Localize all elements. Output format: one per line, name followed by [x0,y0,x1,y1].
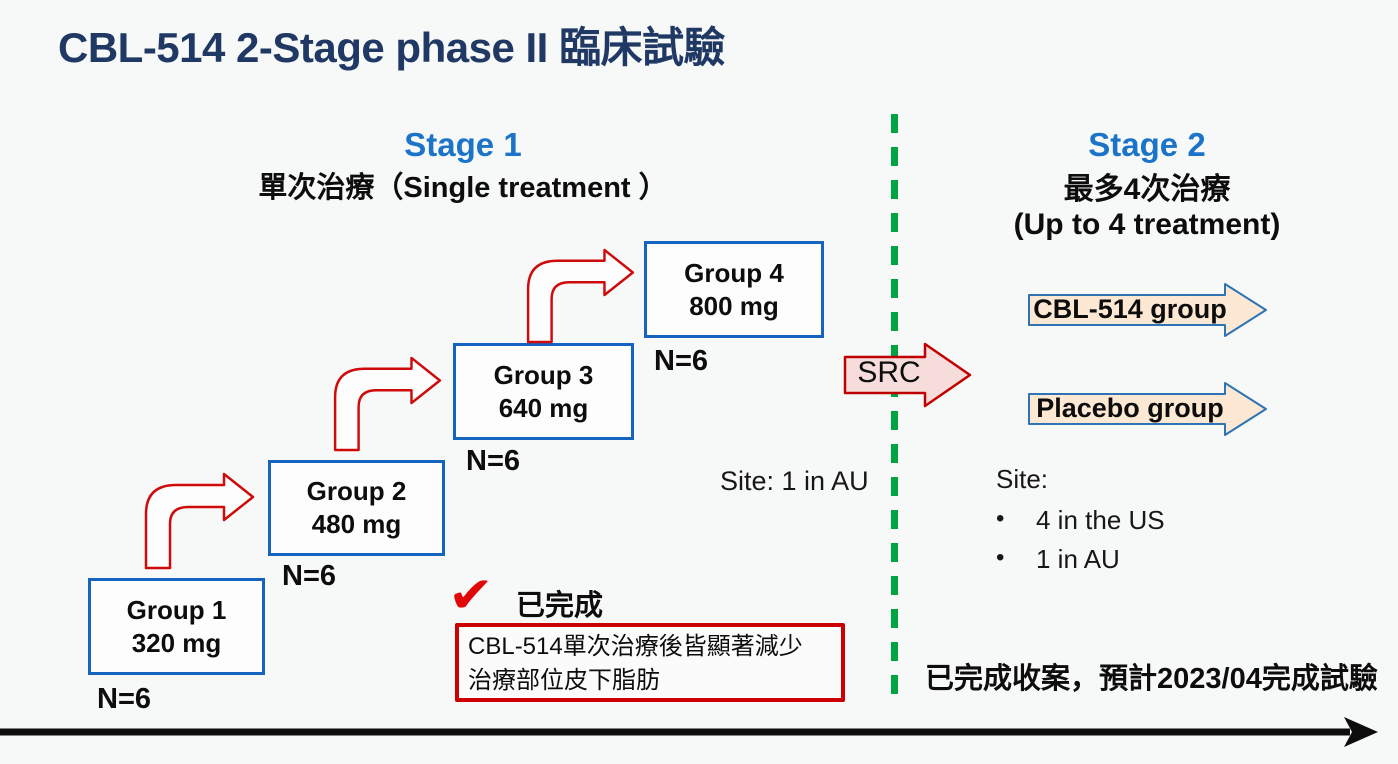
stage1-subtitle: 單次治療（Single treatment ） [258,172,668,204]
src-arrow [843,342,972,408]
page-title: CBL-514 2-Stage phase II 臨床試驗 [58,24,726,71]
group-2-box: Group 2 480 mg [268,460,445,556]
group-1-n: N=6 [97,683,152,715]
bullet-icon: • [996,544,1005,571]
completed-label: 已完成 [516,590,604,622]
timeline-arrow [0,717,1378,747]
group-4-box: Group 4 800 mg [644,241,824,338]
placebo-group-arrow [1028,382,1267,436]
stage-divider-dashed-line [891,114,898,708]
group-1-name: Group 1 [126,594,227,625]
cbl-group-label: CBL-514 group [1033,294,1227,324]
check-icon: ✔ [447,567,495,623]
stage2-site-title: Site: [996,464,1049,494]
group-3-n: N=6 [466,445,521,477]
step-up-arrow-1 [144,472,255,570]
stage2-site-item-us: • 4 in the US [996,505,1165,536]
stage2-subtitle-zh: 最多4次治療 [1063,173,1231,206]
stage1-label: Stage 1 [404,126,522,163]
stage2-site-item-au: • 1 in AU [996,544,1165,575]
group-2-name: Group 2 [306,476,407,506]
group-2-dose: 480 mg [311,509,402,539]
stage2-label: Stage 2 [1088,126,1206,163]
cbl-group-arrow [1028,283,1267,337]
stage2-subtitle-en: (Up to 4 treatment) [1013,208,1281,241]
placebo-group-label: Placebo group [1036,393,1224,423]
step-up-arrow-2 [333,356,442,452]
group-4-n: N=6 [654,345,709,377]
result-box: CBL-514單次治療後皆顯著減少 治療部位皮下脂肪 [455,623,845,702]
group-3-box: Group 3 640 mg [453,343,634,440]
stage1-site-text: Site: 1 in AU [720,466,869,496]
group-4-dose: 800 mg [689,290,779,321]
src-label: SRC [857,356,921,389]
step-up-arrow-3 [526,248,635,344]
stage2-site-block: Site: • 4 in the US • 1 in AU [996,464,1165,575]
group-4-name: Group 4 [684,257,784,288]
result-line-1: CBL-514單次治療後皆顯著減少 [468,633,803,660]
group-1-dose: 320 mg [131,627,222,658]
result-line-2: 治療部位皮下脂肪 [468,667,660,694]
stage2-site-item-au-text: 1 in AU [1036,544,1120,574]
group-3-dose: 640 mg [498,392,589,423]
stage2-header: Stage 2 最多4次治療 (Up to 4 treatment) [972,126,1322,242]
group-3-name: Group 3 [493,359,594,390]
group-1-box: Group 1 320 mg [88,578,265,675]
stage1-header: Stage 1 單次治療（Single treatment ） [248,126,678,206]
bullet-icon: • [996,505,1005,532]
status-note: 已完成收案，預計2023/04完成試驗 [925,663,1378,695]
group-2-n: N=6 [282,560,337,592]
stage2-site-item-us-text: 4 in the US [1036,505,1165,535]
